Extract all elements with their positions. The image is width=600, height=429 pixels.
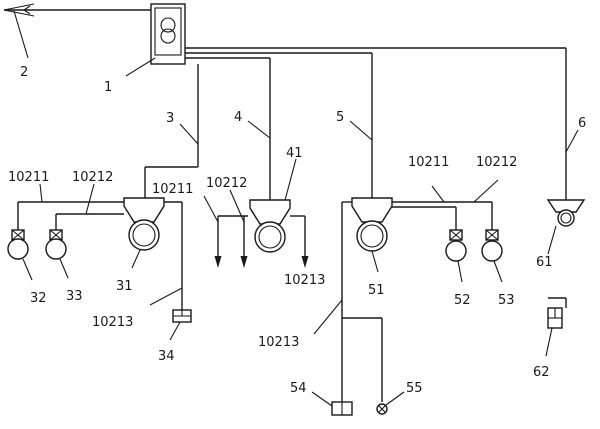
label-5: 5 — [336, 110, 344, 125]
label-54: 54 — [290, 381, 307, 396]
valve-motor-32 — [7, 229, 33, 281]
lamp-55 — [376, 391, 405, 415]
label-41: 41 — [286, 146, 303, 161]
group-3 — [17, 183, 183, 310]
group-4 — [203, 189, 309, 268]
label-1: 1 — [104, 80, 112, 95]
label-group2-10213: 10213 — [284, 273, 325, 288]
label-3: 3 — [166, 111, 174, 126]
terminal-box-54 — [311, 391, 353, 416]
label-61: 61 — [536, 255, 553, 270]
device-61 — [546, 199, 586, 255]
label-group3-10212: 10212 — [476, 155, 517, 170]
label-group3-10213: 10213 — [258, 335, 299, 350]
group-5 — [313, 179, 499, 402]
leader-lines — [179, 120, 579, 205]
label-33: 33 — [66, 289, 83, 304]
label-51: 51 — [368, 283, 385, 298]
label-2: 2 — [20, 65, 28, 80]
label-group1-10212: 10212 — [72, 170, 113, 185]
valve-motor-53 — [481, 229, 503, 283]
outgoing-lines — [144, 47, 567, 200]
pump-41 — [249, 199, 291, 253]
label-55: 55 — [406, 381, 423, 396]
label-4: 4 — [234, 110, 242, 125]
input-line-2 — [3, 3, 156, 59]
label-31: 31 — [116, 279, 133, 294]
label-62: 62 — [533, 365, 550, 380]
label-group2-10212: 10212 — [206, 176, 247, 191]
terminal-box-34 — [169, 309, 192, 341]
valve-motor-52 — [445, 229, 467, 283]
label-group1-10211: 10211 — [8, 170, 49, 185]
label-53: 53 — [498, 293, 515, 308]
label-group2-10211: 10211 — [152, 182, 193, 197]
label-group3-10211: 10211 — [408, 155, 449, 170]
valve-motor-33 — [45, 229, 69, 279]
main-transformer-1 — [125, 3, 186, 77]
label-group1-10213: 10213 — [92, 315, 133, 330]
label-6: 6 — [578, 116, 586, 131]
label-34: 34 — [158, 349, 175, 364]
terminal-box-62 — [545, 297, 567, 357]
label-52: 52 — [454, 293, 471, 308]
pump-31 — [123, 197, 165, 269]
pump-51 — [351, 197, 393, 273]
label-32: 32 — [30, 291, 47, 306]
labels: 2 1 3 4 5 6 41 10211 10212 10211 10212 1… — [8, 65, 586, 396]
